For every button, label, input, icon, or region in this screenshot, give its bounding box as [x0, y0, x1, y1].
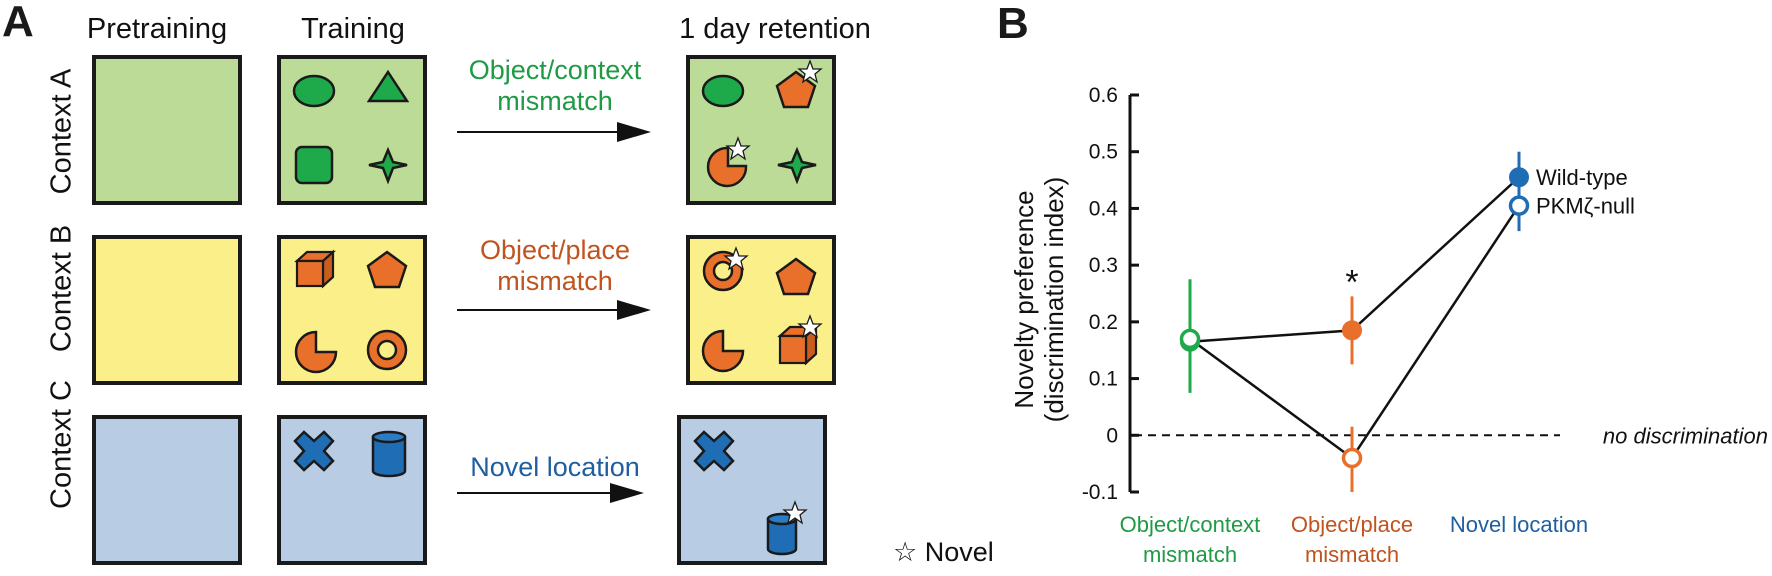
- novel-star-icon: [782, 500, 808, 525]
- y-tick-label: 0.3: [1089, 254, 1118, 277]
- column-header-training: Training: [301, 13, 405, 45]
- x-category-label-line1: Novel location: [1450, 512, 1588, 537]
- arrow-context-a: [457, 122, 651, 142]
- blue-cross-object: [693, 430, 735, 472]
- orange-pentagon-object: [775, 257, 817, 296]
- novel-star-icon: [797, 59, 823, 84]
- column-header-pretraining: Pretraining: [86, 13, 228, 45]
- data-point-pkmz-null: [1508, 195, 1530, 216]
- y-axis-label: Novelty preference(discrimination index): [1009, 177, 1069, 423]
- arena-context-c-retention: [677, 415, 827, 565]
- x-category-label-line2: mismatch: [1143, 542, 1237, 567]
- legend-label-wild-type: Wild-type: [1536, 165, 1628, 190]
- novel-legend: ☆ Novel: [893, 537, 994, 568]
- y-tick-label: 0: [1106, 424, 1118, 447]
- orange-ring-object: [366, 329, 408, 371]
- condition-label-line1: Object/context: [468, 55, 642, 85]
- novel-star-icon: [725, 136, 751, 161]
- green-triangle-object: [366, 69, 410, 103]
- condition-label-line2: mismatch: [497, 266, 613, 297]
- novel-star-icon: [723, 246, 749, 271]
- arena-context-a-pretraining: [92, 55, 242, 205]
- panel-a-letter: A: [2, 0, 34, 46]
- orange-pacman-object: [294, 330, 338, 374]
- condition-label-line1: Object/place: [479, 235, 631, 265]
- y-tick-label: 0.2: [1089, 311, 1118, 334]
- column-header-retention: 1 day retention: [679, 13, 871, 45]
- arrow-context-b: [457, 300, 651, 320]
- arrowhead-icon: [617, 122, 651, 142]
- blue-cylinder-object: [371, 430, 407, 478]
- y-tick-label: -0.1: [1082, 481, 1118, 504]
- orange-pacman-object: [701, 329, 745, 373]
- arena-context-b-pretraining: [92, 235, 242, 385]
- green-square-object: [294, 145, 334, 185]
- series-line-wild-type: [1189, 176, 1520, 343]
- significance-asterisk: *: [1345, 263, 1358, 301]
- novel-star-icon: ☆: [893, 537, 918, 567]
- x-category-label-line2: mismatch: [1305, 542, 1399, 567]
- y-tick-label: 0.6: [1089, 84, 1118, 107]
- series-lines: [1189, 176, 1521, 460]
- panel-b-letter: B: [997, 0, 1029, 48]
- orange-pacman-object: [706, 146, 748, 188]
- condition-label-novel-location: Novel location: [470, 452, 640, 482]
- novel-star-icon: [797, 314, 823, 339]
- novel-legend-label: Novel: [924, 537, 994, 567]
- orange-cube-object: [294, 249, 336, 289]
- green-star-object: [777, 146, 817, 185]
- arena-context-c-pretraining: [92, 415, 242, 565]
- y-tick-label: 0.1: [1089, 368, 1118, 391]
- reference-line-group: no discrimination: [1134, 423, 1768, 448]
- blue-cross-object: [293, 430, 335, 472]
- orange-pentagon-object: [366, 250, 408, 289]
- legend-label-pkmz-null: PKMζ-null: [1536, 194, 1635, 219]
- condition-label-object-place: Object/place mismatch: [455, 235, 655, 297]
- x-category-label: Object/context mismatch: [1120, 512, 1261, 567]
- arena-context-b-retention: [686, 235, 836, 385]
- data-point-pkmz-null: [1179, 328, 1201, 350]
- x-category-label: Object/place mismatch: [1291, 512, 1413, 567]
- chart-labels: Object/context mismatch Object/place mismat…: [1120, 165, 1635, 567]
- green-ellipse-object: [701, 74, 745, 108]
- y-tick-label: 0.5: [1089, 141, 1118, 164]
- data-points: [1179, 167, 1530, 469]
- data-point-wild-type: [1509, 167, 1529, 188]
- arena-context-a-retention: [686, 55, 836, 205]
- x-category-label-line1: Object/context: [1120, 512, 1261, 537]
- y-axis-label-line1: Novelty preference: [1009, 190, 1039, 408]
- y-axis-label-line2: (discrimination index): [1039, 177, 1069, 423]
- condition-label-object-context: Object/context mismatch: [455, 55, 655, 117]
- arena-context-c-training: [277, 415, 427, 565]
- condition-label-line2: mismatch: [497, 86, 613, 117]
- arena-context-b-training: [277, 235, 427, 385]
- arena-context-a-training: [277, 55, 427, 205]
- arrowhead-icon: [617, 300, 651, 320]
- data-point-wild-type: [1342, 320, 1362, 341]
- arrow-context-c: [457, 483, 644, 503]
- x-category-label-line1: Object/place: [1291, 512, 1413, 537]
- reference-line-label: no discrimination: [1603, 423, 1768, 448]
- data-point-pkmz-null: [1341, 447, 1363, 469]
- green-ellipse-object: [292, 74, 336, 108]
- arrowhead-icon: [610, 483, 644, 503]
- y-tick-label: 0.4: [1089, 197, 1119, 220]
- green-star-object: [368, 146, 408, 185]
- x-category-label: Novel location: [1450, 512, 1588, 537]
